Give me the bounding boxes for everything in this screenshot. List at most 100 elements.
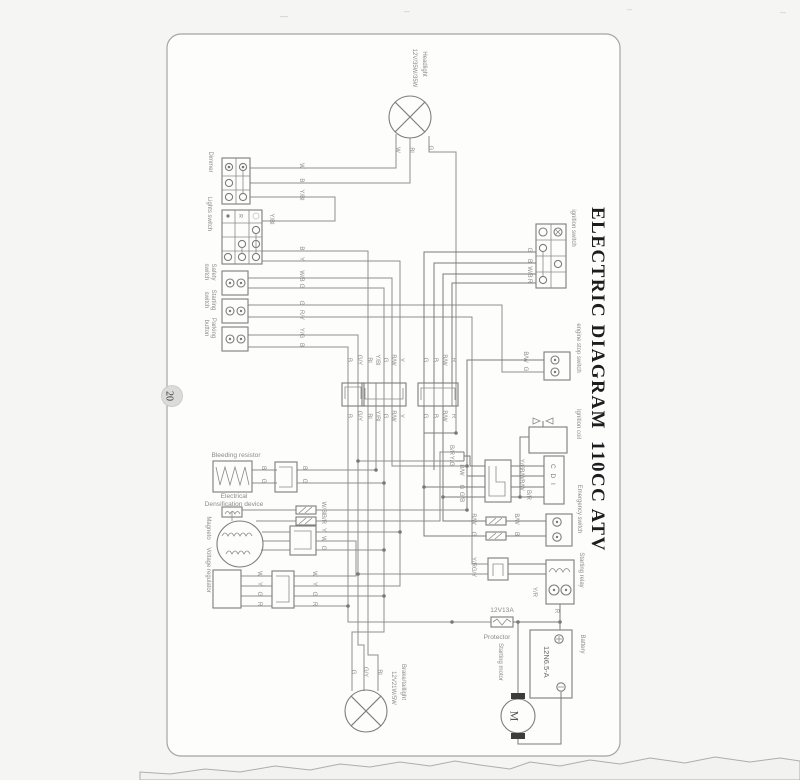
wire-label: B/W xyxy=(513,513,519,525)
protector-label: Protector xyxy=(484,634,512,641)
wire-label: B/W xyxy=(470,513,476,525)
headlight-symbol: Headlight 12V/35W/35W xyxy=(388,49,432,139)
wire-label: Y/Bl xyxy=(268,213,274,224)
cdi-label: C D I xyxy=(549,464,556,486)
wire-label: B xyxy=(346,358,352,362)
densification-label-1: Electrical xyxy=(221,493,248,500)
wire-label: G xyxy=(382,414,388,419)
engine-stop-switch: engine stop switch xyxy=(543,323,581,381)
starting-switch-label-1: Starting xyxy=(210,290,216,311)
safety-switch: Safety switch xyxy=(203,263,249,296)
wire-label: Y/Bl xyxy=(374,354,380,365)
wire-label: Y xyxy=(398,358,404,362)
wire-label: Bl xyxy=(366,413,372,418)
wire-label: R xyxy=(256,602,262,607)
battery-model: 12N6.5-A xyxy=(542,646,551,678)
wire-label: Y xyxy=(256,582,262,586)
wire-label: B/W xyxy=(458,464,464,476)
wire-label: G xyxy=(298,301,304,306)
wire-label: G/Y xyxy=(470,567,476,577)
wire-label: B xyxy=(432,414,438,418)
safety-switch-label-2: switch xyxy=(203,264,209,281)
wire-label: G xyxy=(422,358,428,363)
starting-motor: M Starting motor xyxy=(497,643,536,739)
wire-label: G xyxy=(311,592,317,597)
ignition-coil-label: Ignition coil xyxy=(575,409,581,439)
headlight-spec: 12V/35W/35W xyxy=(411,49,417,88)
magneto-label: Magneto xyxy=(205,516,211,540)
bleeding-resistor: Bleeding resistor Electrical Densificati… xyxy=(205,452,298,508)
page-number: 20 xyxy=(164,391,175,401)
parking-button-label-1: Parking xyxy=(210,318,216,338)
wire-label: G/Y xyxy=(356,411,362,421)
wire-label: Y/G xyxy=(298,328,304,339)
brake-taillight-symbol: Brake/taillight 12V21W/5W xyxy=(344,664,406,733)
motor-symbol: M xyxy=(507,711,521,722)
headlight-label: Headlight xyxy=(421,51,427,77)
wire-label: Y xyxy=(320,528,326,532)
wire-label: G xyxy=(320,546,326,551)
wire-label: W/Bl xyxy=(320,502,326,515)
ignition-switch: ignition switch xyxy=(535,209,576,289)
wire-code-labels: W Bl G W Bl Y/Bl Y/Bl Bl Y W/B G G R/Y Y… xyxy=(256,146,559,678)
wire-label: G xyxy=(350,670,356,675)
page-title: ELECTRIC DIAGRAM 110CC ATV xyxy=(587,207,608,552)
battery: 12N6.5-A Battery xyxy=(529,629,585,699)
wire-label: R/Y xyxy=(298,310,304,320)
lights-switch-label: Lights switch xyxy=(206,197,212,231)
wire-label: G xyxy=(458,485,464,490)
wire-label: B xyxy=(526,259,532,263)
wire-label: B/W xyxy=(390,354,396,366)
wire-label: B xyxy=(346,414,352,418)
page-sheet xyxy=(166,33,621,757)
wiring xyxy=(241,138,562,745)
lights-switch-symbol: R xyxy=(237,214,243,218)
wire-label: Y/G xyxy=(518,459,524,470)
voltage-regulator: Voltage regulator xyxy=(205,547,295,609)
wire-label: G/Y xyxy=(356,355,362,365)
starting-relay-label: Starting relay xyxy=(578,552,584,587)
wire-label: G xyxy=(427,146,433,151)
wire-label: R xyxy=(553,609,559,614)
torn-paper-edge xyxy=(139,756,800,780)
wire-label: G xyxy=(260,479,266,484)
wire-label: B xyxy=(432,358,438,362)
title-line-1: ELECTRIC DIAGRAM xyxy=(587,207,608,430)
densification-label-2: Densification device xyxy=(205,501,264,508)
scan-specks xyxy=(280,9,786,18)
emergency-switch-label: Emergency switch xyxy=(576,485,582,534)
wire-label: G xyxy=(470,532,476,537)
wire-label: Y xyxy=(311,582,317,586)
lights-switch: R Lights switch xyxy=(206,197,272,265)
wire-label: B xyxy=(301,466,307,470)
wire-label: B/R xyxy=(320,514,326,525)
wire-label: B/W xyxy=(441,354,447,366)
wire-label: Bl xyxy=(408,147,414,152)
page-number-badge: 20 xyxy=(161,385,183,407)
title-line-2: 110CC ATV xyxy=(587,441,608,552)
starting-motor-label: Starting motor xyxy=(497,643,503,681)
voltage-regulator-label: Voltage regulator xyxy=(205,547,211,592)
wire-label: Bl xyxy=(298,178,304,183)
dimmer-switch: Dimmer xyxy=(207,152,251,205)
junction-dots xyxy=(346,431,562,624)
wire-label: W/B xyxy=(526,266,532,277)
wire-label: G xyxy=(526,248,532,253)
wire-label: G xyxy=(298,284,304,289)
dimmer-label: Dimmer xyxy=(207,152,213,173)
safety-switch-label-1: Safety xyxy=(210,263,216,280)
wire-label: B xyxy=(260,466,266,470)
wire-label: Y/Bl xyxy=(298,189,304,200)
wire-label: B xyxy=(513,532,519,536)
wire-label: B/W xyxy=(518,479,524,491)
cdi-unit: C D I xyxy=(484,455,565,505)
parking-button: Parking button xyxy=(203,318,249,352)
wire-label: G/B xyxy=(458,492,464,502)
wire-label: Bl xyxy=(366,357,372,362)
wire-label: R xyxy=(311,602,317,607)
harness-connectors xyxy=(341,382,459,407)
wire-label: Y/R xyxy=(531,587,537,598)
wire-label: G xyxy=(522,367,528,372)
wire-label: W xyxy=(320,536,326,542)
